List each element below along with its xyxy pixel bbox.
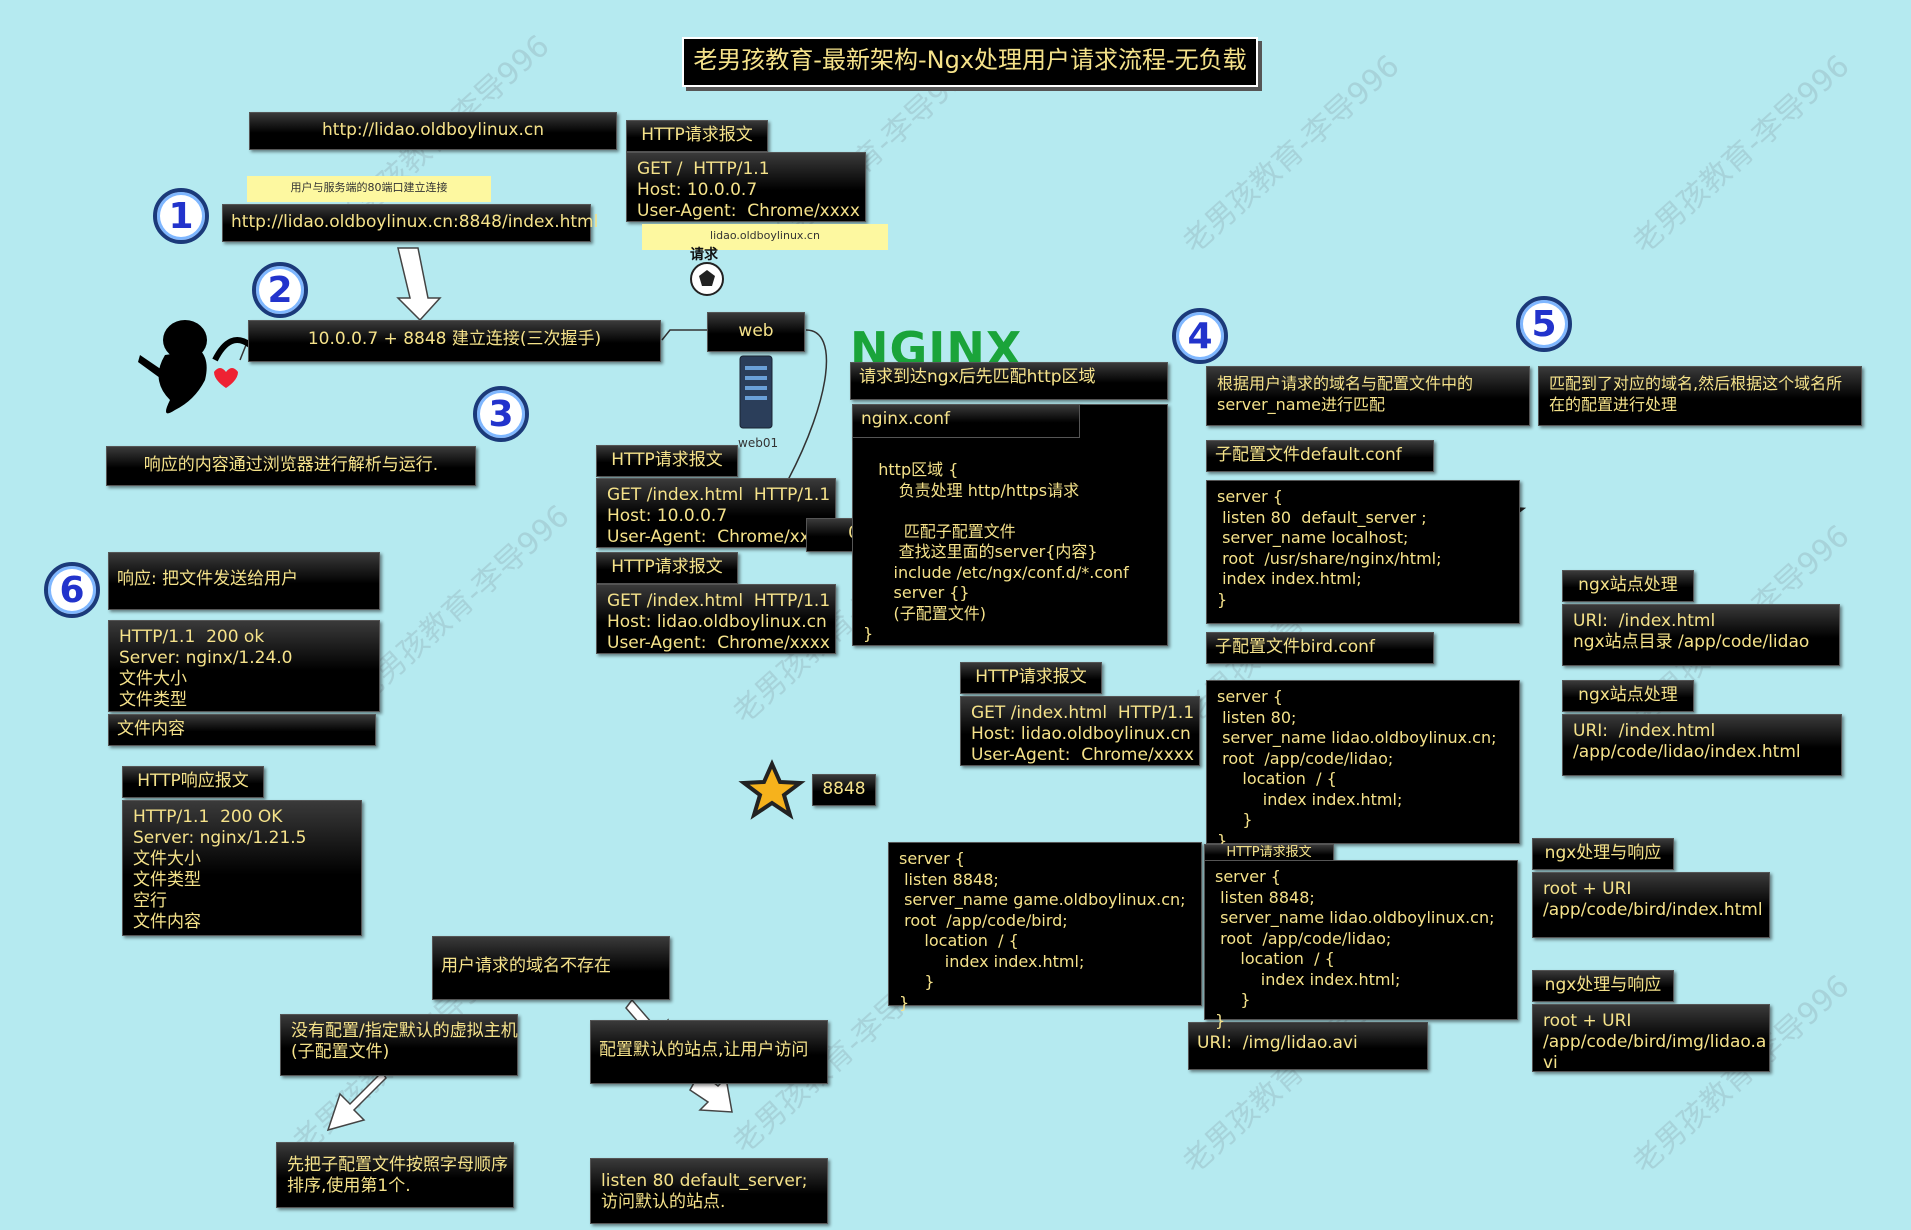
step-3-icon: 3 [473, 386, 529, 442]
http-response-label: HTTP响应报文 [122, 766, 264, 798]
http-request-label: HTTP请求报文 [596, 552, 738, 584]
server-icon [739, 355, 773, 429]
http-request-label: HTTP请求报文 [1204, 844, 1334, 864]
ngx-site-body: URI: /index.html ngx站点目录 /app/code/lidao [1562, 604, 1840, 666]
step-4-icon: 4 [1172, 308, 1228, 364]
url-full-box: http://lidao.oldboylinux.cn:8848/index.h… [222, 204, 598, 242]
default-conf-body: server { listen 80 default_server ; serv… [1206, 480, 1520, 624]
step-2-icon: 2 [252, 262, 308, 318]
url-box: http://lidao.oldboylinux.cn [249, 112, 617, 150]
step3-text: 响应的内容通过浏览器进行解析与运行. [106, 446, 476, 486]
first-file-box: 先把子配置文件按照字母顺序 排序,使用第1个. [276, 1142, 514, 1208]
nginx-match-box: 请求到达ngx后先匹配http区域 [850, 362, 1168, 400]
response-content: 文件内容 [108, 714, 376, 746]
http-request-label: HTTP请求报文 [626, 120, 768, 152]
uri-avi-box: URI: /img/lidao.avi [1188, 1022, 1428, 1070]
connect-box: 10.0.0.7 + 8848 建立连接(三次握手) [248, 320, 661, 362]
ngx-response-body: root + URI /app/code/bird/img/lidao.a vi [1532, 1004, 1770, 1073]
response-body: HTTP/1.1 200 ok Server: nginx/1.24.0 文件大… [108, 620, 380, 712]
server-game-conf: server { listen 8848; server_name game.o… [888, 842, 1202, 1012]
ngx-site-body: URI: /index.html /app/code/lidao/index.h… [1562, 714, 1842, 776]
default-site-box: 配置默认的站点,让用户访问 [590, 1020, 828, 1084]
sticky-note: 用户与服务端的80端口建立连接 [247, 176, 491, 202]
listen-default-box: listen 80 default_server; 访问默认的站点. [590, 1158, 828, 1224]
ball-label: 请求 [690, 247, 718, 263]
nginx-conf-body: events区域 http区域 { 负责处理 http/https请求 匹配子配… [852, 404, 1168, 646]
ngx-site-label: ngx站点处理 [1562, 680, 1694, 712]
step4-text: 根据用户请求的域名与配置文件中的 server_name进行匹配 [1206, 366, 1530, 426]
server-label: web01 [738, 436, 779, 450]
web-box: web [707, 312, 805, 352]
sticky-note: lidao.oldboylinux.cn [642, 224, 888, 250]
http-request-label: HTTP请求报文 [960, 662, 1102, 694]
star-icon [738, 759, 806, 820]
server-lidao-conf: server { listen 8848; server_name lidao.… [1204, 860, 1518, 1030]
ngx-site-label: ngx站点处理 [1562, 570, 1694, 602]
http-request-body: GET / HTTP/1.1 Host: 10.0.0.7 User-Agent… [626, 152, 866, 222]
bird-conf-label: 子配置文件bird.conf [1206, 632, 1434, 664]
step-6-icon: 6 [44, 562, 100, 618]
http-request-body: GET /index.html HTTP/1.1 Host: lidao.old… [960, 696, 1200, 766]
port-box: 8848 [812, 774, 876, 806]
ngx-response-label: ngx处理与响应 [1532, 838, 1674, 870]
ngx-response-label: ngx处理与响应 [1532, 970, 1674, 1002]
nginx-conf-label: nginx.conf [852, 404, 1080, 438]
step6-text: 响应: 把文件发送给用户 [108, 552, 380, 610]
no-vhost-box: 没有配置/指定默认的虚拟主机 (子配置文件) [280, 1014, 518, 1076]
http-request-body: GET /index.html HTTP/1.1 Host: 10.0.0.7 … [596, 478, 836, 548]
page-title: 老男孩教育-最新架构-Ngx处理用户请求流程-无负载 [682, 37, 1258, 87]
arrow-down-shape [326, 1070, 387, 1132]
step5-text: 匹配到了对应的域名,然后根据这个域名所 在的配置进行处理 [1538, 366, 1862, 426]
ngx-response-body: root + URI /app/code/bird/index.html [1532, 872, 1770, 938]
step-5-icon: 5 [1516, 296, 1572, 352]
user-silhouette-icon [138, 320, 252, 414]
bird-conf-body: server { listen 80; server_name lidao.ol… [1206, 680, 1520, 850]
step-1-icon: 1 [153, 188, 209, 244]
http-request-body: GET /index.html HTTP/1.1 Host: lidao.old… [596, 584, 836, 654]
no-domain-box: 用户请求的域名不存在 [432, 936, 670, 1000]
http-response-body: HTTP/1.1 200 OK Server: nginx/1.21.5 文件大… [122, 800, 362, 936]
connector-line [661, 329, 707, 341]
arrow-down-shape [396, 247, 442, 322]
default-conf-label: 子配置文件default.conf [1206, 440, 1434, 472]
connector-line [787, 329, 828, 481]
http-request-label: HTTP请求报文 [596, 445, 738, 477]
